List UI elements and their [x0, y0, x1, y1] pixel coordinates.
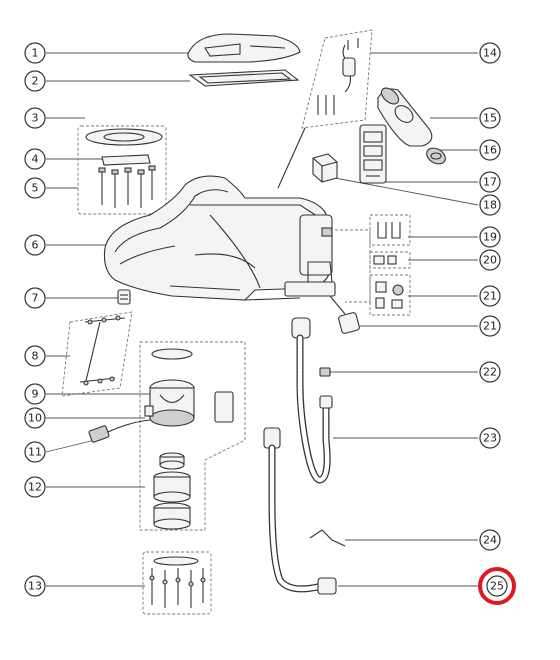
callout-1[interactable]: 1 — [24, 42, 46, 64]
svg-text:15: 15 — [483, 112, 497, 125]
callouts-right: 14 15 16 17 18 19 20 21 21 22 23 24 25 — [478, 42, 516, 605]
callout-24[interactable]: 24 — [479, 529, 501, 551]
callout-8[interactable]: 8 — [24, 345, 46, 367]
callout-21a[interactable]: 21 — [479, 285, 501, 307]
svg-text:6: 6 — [32, 239, 39, 252]
svg-text:12: 12 — [28, 481, 42, 494]
svg-text:10: 10 — [28, 412, 42, 425]
callout-6[interactable]: 6 — [24, 234, 46, 256]
svg-text:21: 21 — [483, 290, 497, 303]
callout-11[interactable]: 11 — [24, 441, 46, 463]
svg-text:25: 25 — [490, 580, 504, 593]
svg-text:19: 19 — [483, 231, 497, 244]
svg-text:1: 1 — [32, 47, 39, 60]
callouts-left: 1 2 3 4 5 6 7 8 9 10 11 12 13 — [24, 42, 46, 597]
callout-13[interactable]: 13 — [24, 575, 46, 597]
part-wire-harness — [61, 311, 133, 397]
svg-text:14: 14 — [483, 47, 497, 60]
callout-25[interactable]: 25 — [478, 567, 516, 605]
svg-text:11: 11 — [28, 446, 42, 459]
callout-17[interactable]: 17 — [479, 171, 501, 193]
callout-15[interactable]: 15 — [479, 107, 501, 129]
part-group-3-5 — [77, 125, 167, 215]
svg-text:7: 7 — [32, 292, 39, 305]
part-gasket-frame — [188, 69, 300, 87]
part-long-hose — [263, 427, 337, 595]
callout-2[interactable]: 2 — [24, 70, 46, 92]
svg-text:5: 5 — [32, 182, 39, 195]
part-small-box — [312, 153, 338, 183]
leader-lines — [45, 52, 479, 587]
callout-16[interactable]: 16 — [479, 139, 501, 161]
svg-text:23: 23 — [483, 432, 497, 445]
part-fittings-kit — [277, 29, 373, 189]
part-main-body — [103, 175, 336, 301]
part-clip — [117, 289, 131, 305]
svg-text:4: 4 — [32, 153, 39, 166]
svg-text:13: 13 — [28, 580, 42, 593]
part-cover — [187, 33, 301, 63]
part-group-19-21 — [329, 214, 411, 334]
callout-7[interactable]: 7 — [24, 287, 46, 309]
highlight-ring — [478, 567, 516, 605]
callout-19[interactable]: 19 — [479, 226, 501, 248]
callout-3[interactable]: 3 — [24, 107, 46, 129]
svg-text:3: 3 — [32, 112, 39, 125]
part-cap — [426, 147, 446, 165]
svg-text:21: 21 — [483, 320, 497, 333]
part-small-tube — [319, 367, 331, 377]
callout-10[interactable]: 10 — [24, 407, 46, 429]
callout-21b[interactable]: 21 — [479, 315, 501, 337]
callout-4[interactable]: 4 — [24, 148, 46, 170]
svg-text:8: 8 — [32, 350, 39, 363]
callout-5[interactable]: 5 — [24, 177, 46, 199]
svg-text:16: 16 — [483, 144, 497, 157]
callout-22[interactable]: 22 — [479, 361, 501, 383]
part-pump-assembly — [139, 341, 246, 531]
svg-text:17: 17 — [483, 176, 497, 189]
callout-18[interactable]: 18 — [479, 194, 501, 216]
callout-9[interactable]: 9 — [24, 383, 46, 405]
svg-text:22: 22 — [483, 366, 497, 379]
callout-12[interactable]: 12 — [24, 476, 46, 498]
svg-text:24: 24 — [483, 534, 497, 547]
svg-text:20: 20 — [483, 254, 497, 267]
svg-text:2: 2 — [32, 75, 39, 88]
callout-14[interactable]: 14 — [479, 42, 501, 64]
svg-text:9: 9 — [32, 388, 39, 401]
part-wire-clip — [309, 529, 346, 547]
part-screw-set — [142, 551, 212, 615]
callout-20[interactable]: 20 — [479, 249, 501, 271]
part-filter-cartridge — [377, 87, 433, 147]
part-plug-cable — [88, 419, 151, 443]
part-display-module — [359, 124, 387, 184]
part-drain-hose — [291, 317, 333, 484]
svg-text:18: 18 — [483, 199, 497, 212]
callout-23[interactable]: 23 — [479, 427, 501, 449]
